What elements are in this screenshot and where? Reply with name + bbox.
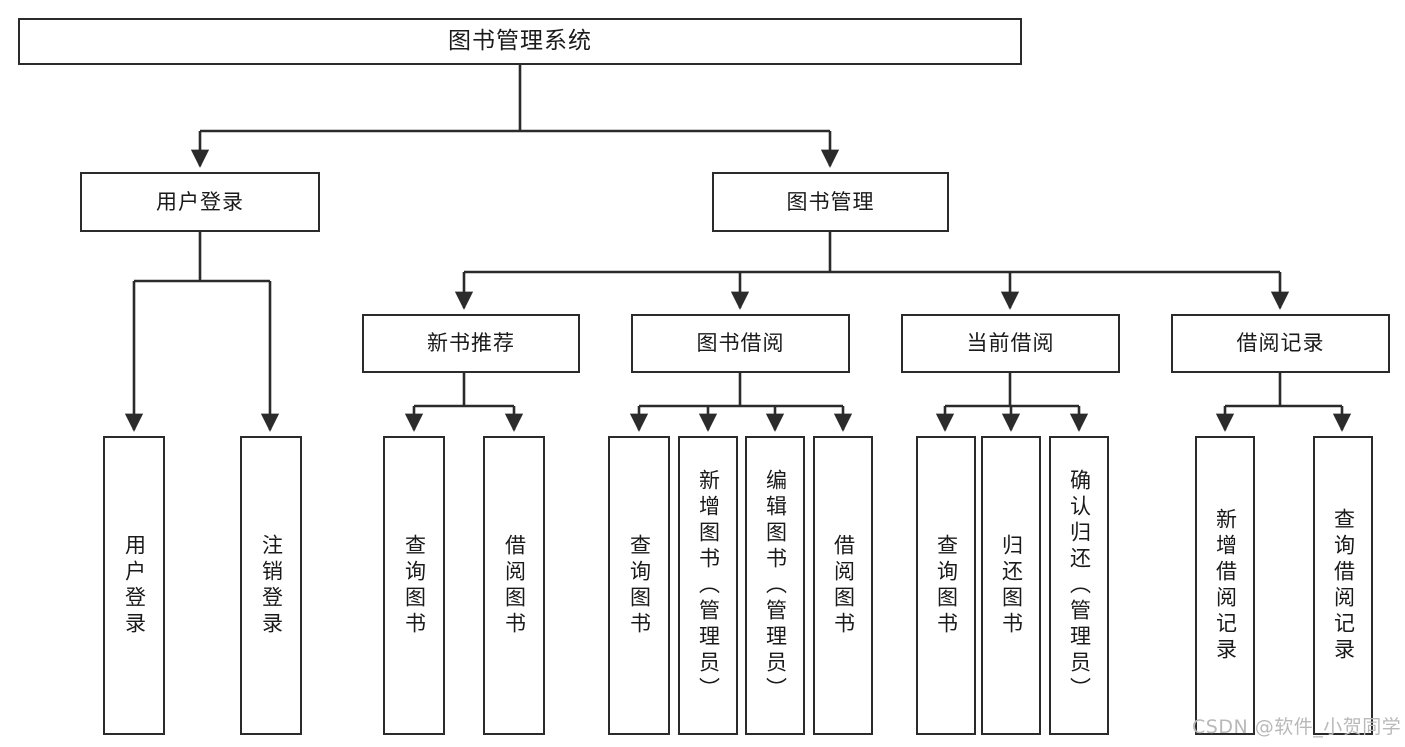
node-label: 新增借阅记录	[1213, 507, 1238, 664]
node-root-system[interactable]: 图书管理系统	[18, 18, 1022, 65]
node-leaf-book-borrow-add[interactable]: 新增图书（管理员）	[678, 436, 738, 735]
node-leaf-current-borrow-query[interactable]: 查询图书	[916, 436, 976, 735]
node-leaf-current-borrow-confirm[interactable]: 确认归还（管理员）	[1049, 436, 1109, 735]
node-label: 查询借阅记录	[1331, 507, 1356, 664]
node-new-book-recommend[interactable]: 新书推荐	[362, 314, 580, 373]
node-label: 用户登录	[156, 189, 244, 214]
node-leaf-book-borrow-borrow[interactable]: 借阅图书	[813, 436, 873, 735]
node-leaf-book-borrow-query[interactable]: 查询图书	[608, 436, 670, 735]
node-leaf-borrow-record-query[interactable]: 查询借阅记录	[1313, 436, 1373, 735]
node-leaf-new-book-query[interactable]: 查询图书	[383, 436, 445, 735]
node-leaf-current-borrow-return[interactable]: 归还图书	[981, 436, 1041, 735]
node-label: 归还图书	[999, 533, 1024, 638]
csdn-watermark: CSDN @软件_小贺同学	[1192, 716, 1402, 738]
node-label: 借阅图书	[831, 533, 856, 638]
node-label: 图书管理	[786, 189, 875, 214]
node-label: 查询图书	[934, 533, 959, 638]
node-label: 新书推荐	[427, 331, 515, 356]
node-book-management[interactable]: 图书管理	[712, 172, 949, 232]
node-leaf-borrow-record-add[interactable]: 新增借阅记录	[1195, 436, 1255, 735]
node-leaf-user-login-logout[interactable]: 注销登录	[240, 436, 302, 735]
node-label: 用户登录	[122, 533, 147, 638]
node-leaf-user-login-login[interactable]: 用户登录	[103, 436, 165, 735]
node-label: 借阅记录	[1236, 331, 1325, 356]
node-label: 注销登录	[259, 533, 284, 638]
node-label: 借阅图书	[502, 533, 527, 638]
node-label: 新增图书（管理员）	[696, 468, 721, 703]
node-label: 当前借阅	[966, 331, 1055, 356]
node-label: 查询图书	[627, 533, 652, 638]
node-label: 图书管理系统	[448, 28, 592, 55]
node-leaf-new-book-borrow[interactable]: 借阅图书	[483, 436, 545, 735]
node-label: 编辑图书（管理员）	[763, 468, 788, 703]
node-label: 确认归还（管理员）	[1067, 468, 1092, 703]
node-label: 图书借阅	[696, 331, 785, 356]
node-borrow-record[interactable]: 借阅记录	[1171, 314, 1390, 373]
node-current-borrow[interactable]: 当前借阅	[901, 314, 1120, 373]
node-book-borrow[interactable]: 图书借阅	[631, 314, 850, 373]
node-label: 查询图书	[402, 533, 427, 638]
node-leaf-book-borrow-edit[interactable]: 编辑图书（管理员）	[745, 436, 805, 735]
node-user-login[interactable]: 用户登录	[80, 172, 320, 232]
